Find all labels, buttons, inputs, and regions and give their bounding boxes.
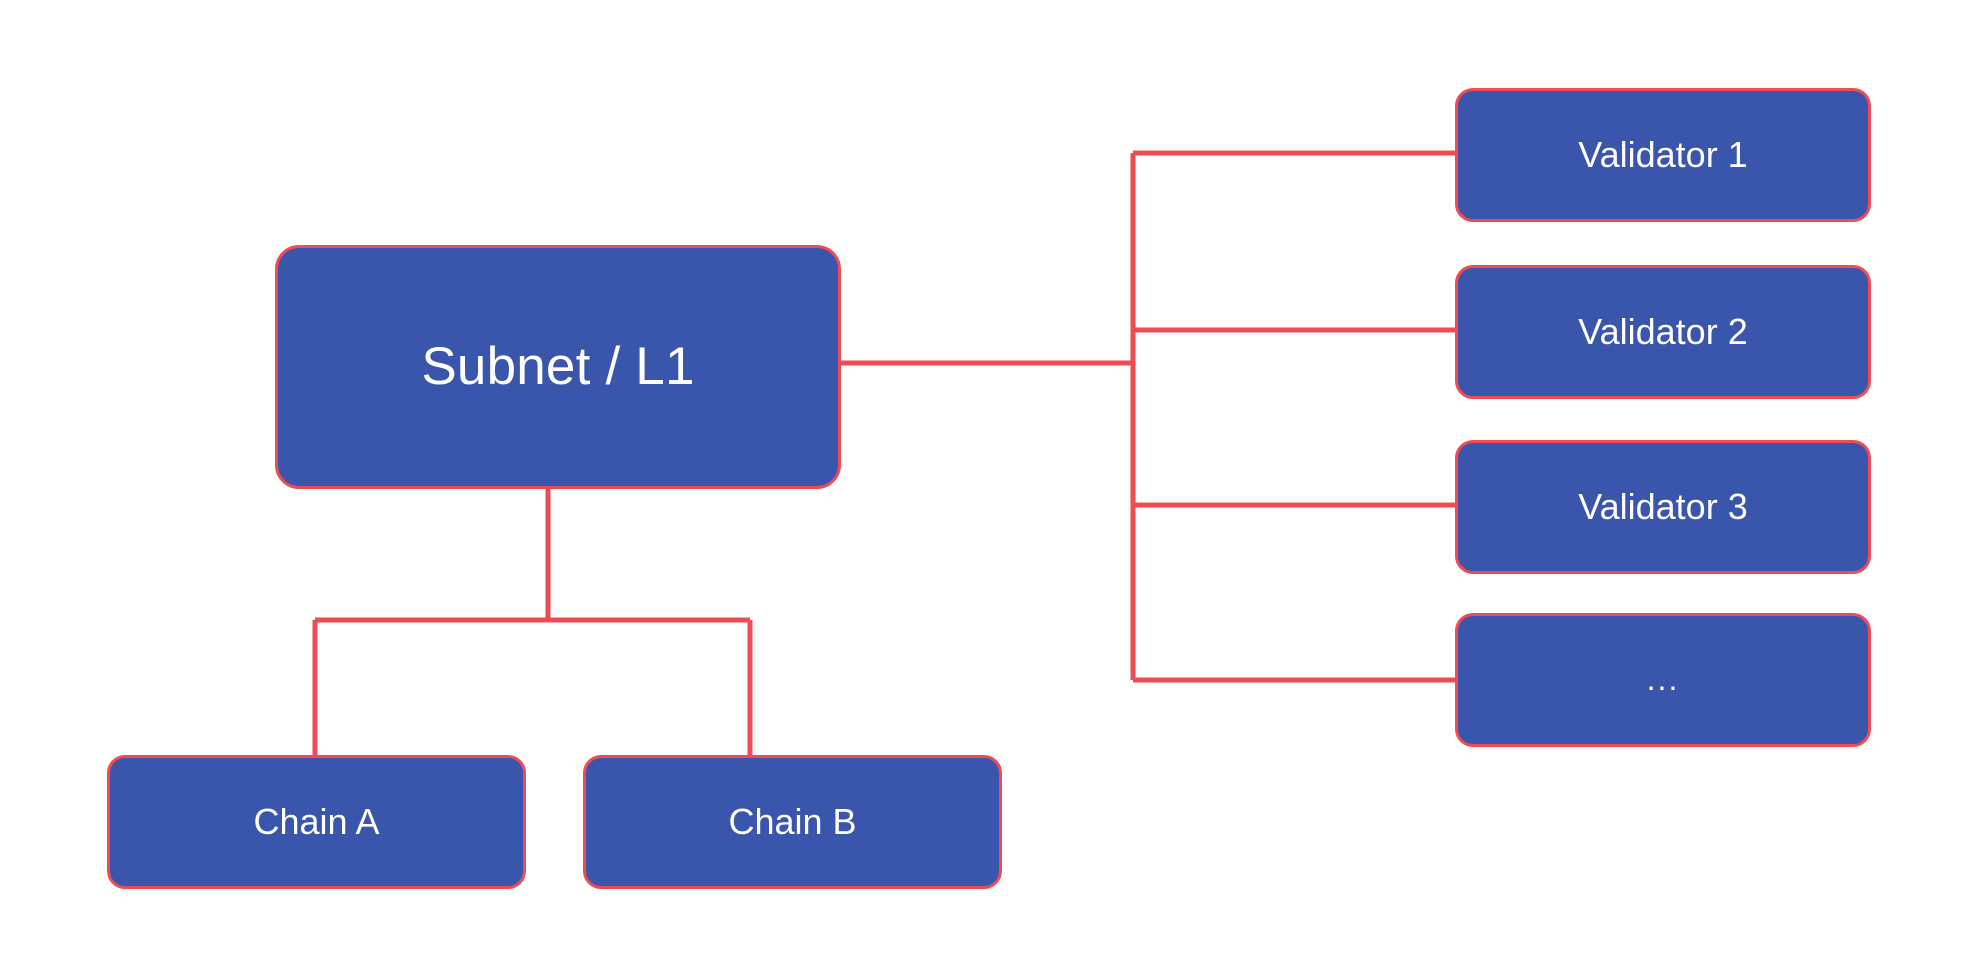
node-validator-2-label: Validator 2: [1578, 311, 1748, 353]
node-validator-ellipsis-label: ...: [1646, 661, 1680, 698]
node-validator-3-label: Validator 3: [1578, 486, 1748, 528]
node-chain-b-label: Chain B: [728, 801, 857, 843]
node-subnet-l1[interactable]: Subnet / L1: [275, 245, 841, 489]
node-subnet-l1-label: Subnet / L1: [421, 336, 695, 396]
node-chain-a[interactable]: Chain A: [107, 755, 526, 889]
node-chain-a-label: Chain A: [253, 801, 380, 843]
node-chain-b[interactable]: Chain B: [583, 755, 1002, 889]
node-validator-ellipsis[interactable]: ...: [1455, 613, 1871, 747]
node-validator-2[interactable]: Validator 2: [1455, 265, 1871, 399]
node-validator-3[interactable]: Validator 3: [1455, 440, 1871, 574]
node-validator-1[interactable]: Validator 1: [1455, 88, 1871, 222]
node-validator-1-label: Validator 1: [1578, 134, 1748, 176]
